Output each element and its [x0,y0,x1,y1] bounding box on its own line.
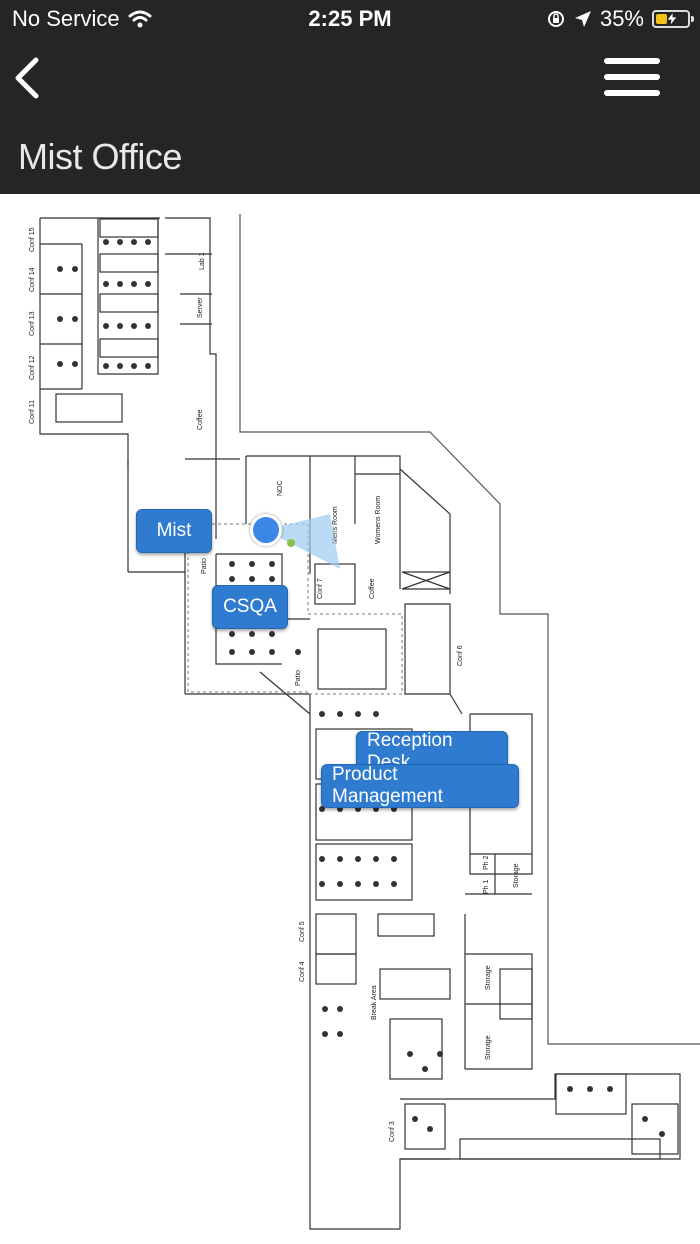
location-arrow-icon [574,11,591,27]
label-csqa[interactable]: CSQA [212,585,288,629]
back-button[interactable] [10,54,50,104]
room-womens: Womens Room [375,496,382,544]
room-conf15: Conf 15 [29,227,36,252]
floor-map[interactable]: Conf 15 Conf 14 Conf 13 Conf 12 Conf 11 … [0,194,700,1244]
status-time: 2:25 PM [308,6,392,31]
room-conf11: Conf 11 [29,400,36,424]
room-break-area: Break Area [371,985,378,1020]
room-conf5: Conf 5 [299,921,306,942]
heading-cone [265,514,340,569]
hamburger-line [604,90,660,96]
carrier-text: No Service [12,6,120,31]
room-ph2: Ph 2 [483,855,490,870]
room-conf12: Conf 12 [29,355,36,380]
label-csqa-text: CSQA [223,596,277,617]
battery-charging-icon [652,10,694,28]
room-ph1: Ph 1 [483,879,490,894]
room-noc: NOC [277,480,284,496]
room-conf7: Conf 7 [317,578,324,599]
room-patio-left: Patio [201,558,208,574]
battery-percent: 35% [599,6,644,31]
room-storage-c: Storage [485,1035,492,1060]
room-coffee-top: Coffee [197,409,204,430]
nav-bar: Mist Office [0,40,700,194]
room-conf13: Conf 13 [29,311,36,336]
status-right: 35% [546,6,694,32]
hamburger-line [604,74,660,80]
room-patio-mid: Patio [295,670,302,686]
label-product-text: Product Management [332,764,443,807]
current-location-dot [250,514,282,546]
room-storage-a: Storage [513,863,520,888]
room-conf14: Conf 14 [29,267,36,292]
room-conf4: Conf 4 [299,961,306,982]
status-left: No Service [12,6,152,32]
chevron-left-icon [15,57,39,99]
label-mist[interactable]: Mist [136,509,212,553]
room-conf6: Conf 6 [457,645,464,666]
room-mens: Mens Room [332,506,339,544]
room-lab1: Lab 1 [199,252,206,270]
wifi-icon [128,10,152,28]
label-mist-text: Mist [156,520,192,541]
room-conf3: Conf 3 [389,1121,396,1142]
orientation-lock-icon [547,11,564,27]
status-bar: No Service 2:25 PM 35% [0,0,700,40]
room-coffee-mid: Coffee [369,578,376,599]
hamburger-menu-icon [604,58,660,64]
accuracy-marker [287,539,295,547]
menu-button[interactable] [604,58,660,100]
page-title: Mist Office [18,136,182,177]
room-storage-b: Storage [485,965,492,990]
room-server: Server [197,297,204,318]
label-product-management[interactable]: Product Management [321,764,519,808]
floorplan-drawing: Conf 15 Conf 14 Conf 13 Conf 12 Conf 11 … [29,214,700,1230]
